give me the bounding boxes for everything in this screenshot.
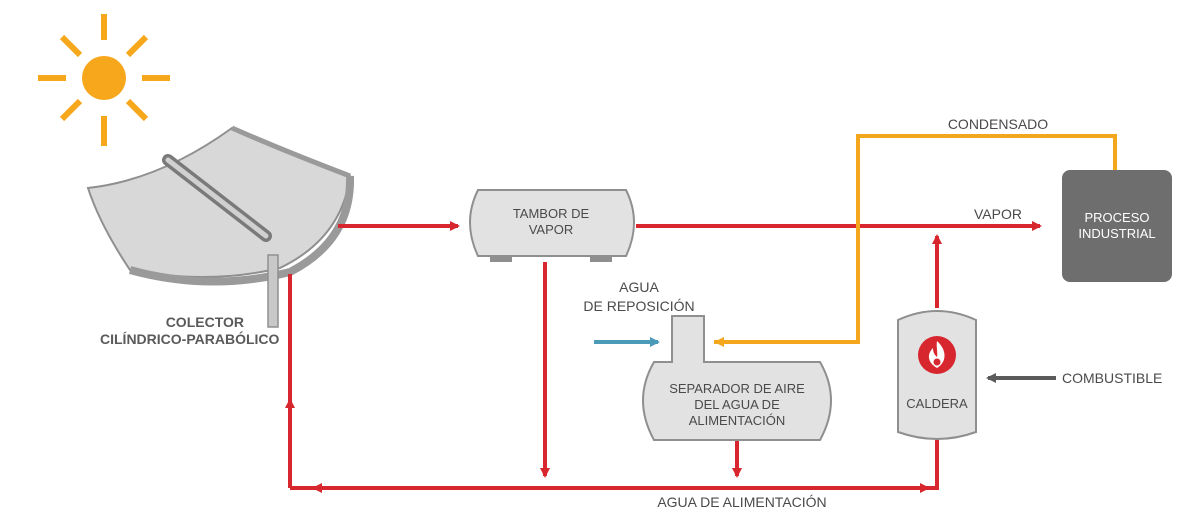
collector-label-line1: COLECTOR <box>165 314 244 330</box>
makeup-water-label-line1: AGUA <box>619 279 659 295</box>
makeup-water-label-line2: DE REPOSICIÓN <box>583 298 695 314</box>
feedwater-label: AGUA DE ALIMENTACIÓN <box>657 494 827 510</box>
air-separator <box>642 315 832 441</box>
collector-label: COLECTOR CILÍNDRICO-PARABÓLICO <box>100 314 280 348</box>
feedwater-steam-loop <box>285 221 1042 493</box>
separator-label-line3: ALIMENTACIÓN <box>688 413 786 428</box>
steam-drum-label-line1: TAMBOR DE <box>512 206 590 221</box>
fuel-label: COMBUSTIBLE <box>1062 370 1163 386</box>
steam-drum <box>469 189 635 262</box>
process-label-line1: PROCESO <box>1084 210 1150 225</box>
boiler <box>897 310 977 440</box>
boiler-label: CALDERA <box>906 396 968 411</box>
steam-label: VAPOR <box>974 206 1022 222</box>
separator-label-line2: DEL AGUA DE <box>694 397 780 412</box>
separator-label: SEPARADOR DE AIRE DEL AGUA DE ALIMENTACI… <box>669 381 805 429</box>
condensate-label: CONDENSADO <box>947 116 1049 132</box>
industrial-process-box <box>1062 170 1172 282</box>
collector-label-line2: CILÍNDRICO-PARABÓLICO <box>100 331 280 347</box>
condensate-line <box>714 134 1117 347</box>
steam-drum-label-line2: VAPOR <box>528 222 574 237</box>
boiler-feed-pipe <box>930 440 939 490</box>
parabolic-trough-collector <box>86 125 355 328</box>
steam-drum-label: TAMBOR DE VAPOR <box>513 206 589 238</box>
process-label-line2: INDUSTRIAL <box>1078 226 1156 241</box>
flame-icon <box>918 336 956 374</box>
makeup-water-label: AGUA DE REPOSICIÓN <box>583 278 694 316</box>
separator-label-line1: SEPARADOR DE AIRE <box>669 381 805 396</box>
sun-icon <box>38 14 170 146</box>
process-label: PROCESO INDUSTRIAL <box>1078 210 1155 242</box>
